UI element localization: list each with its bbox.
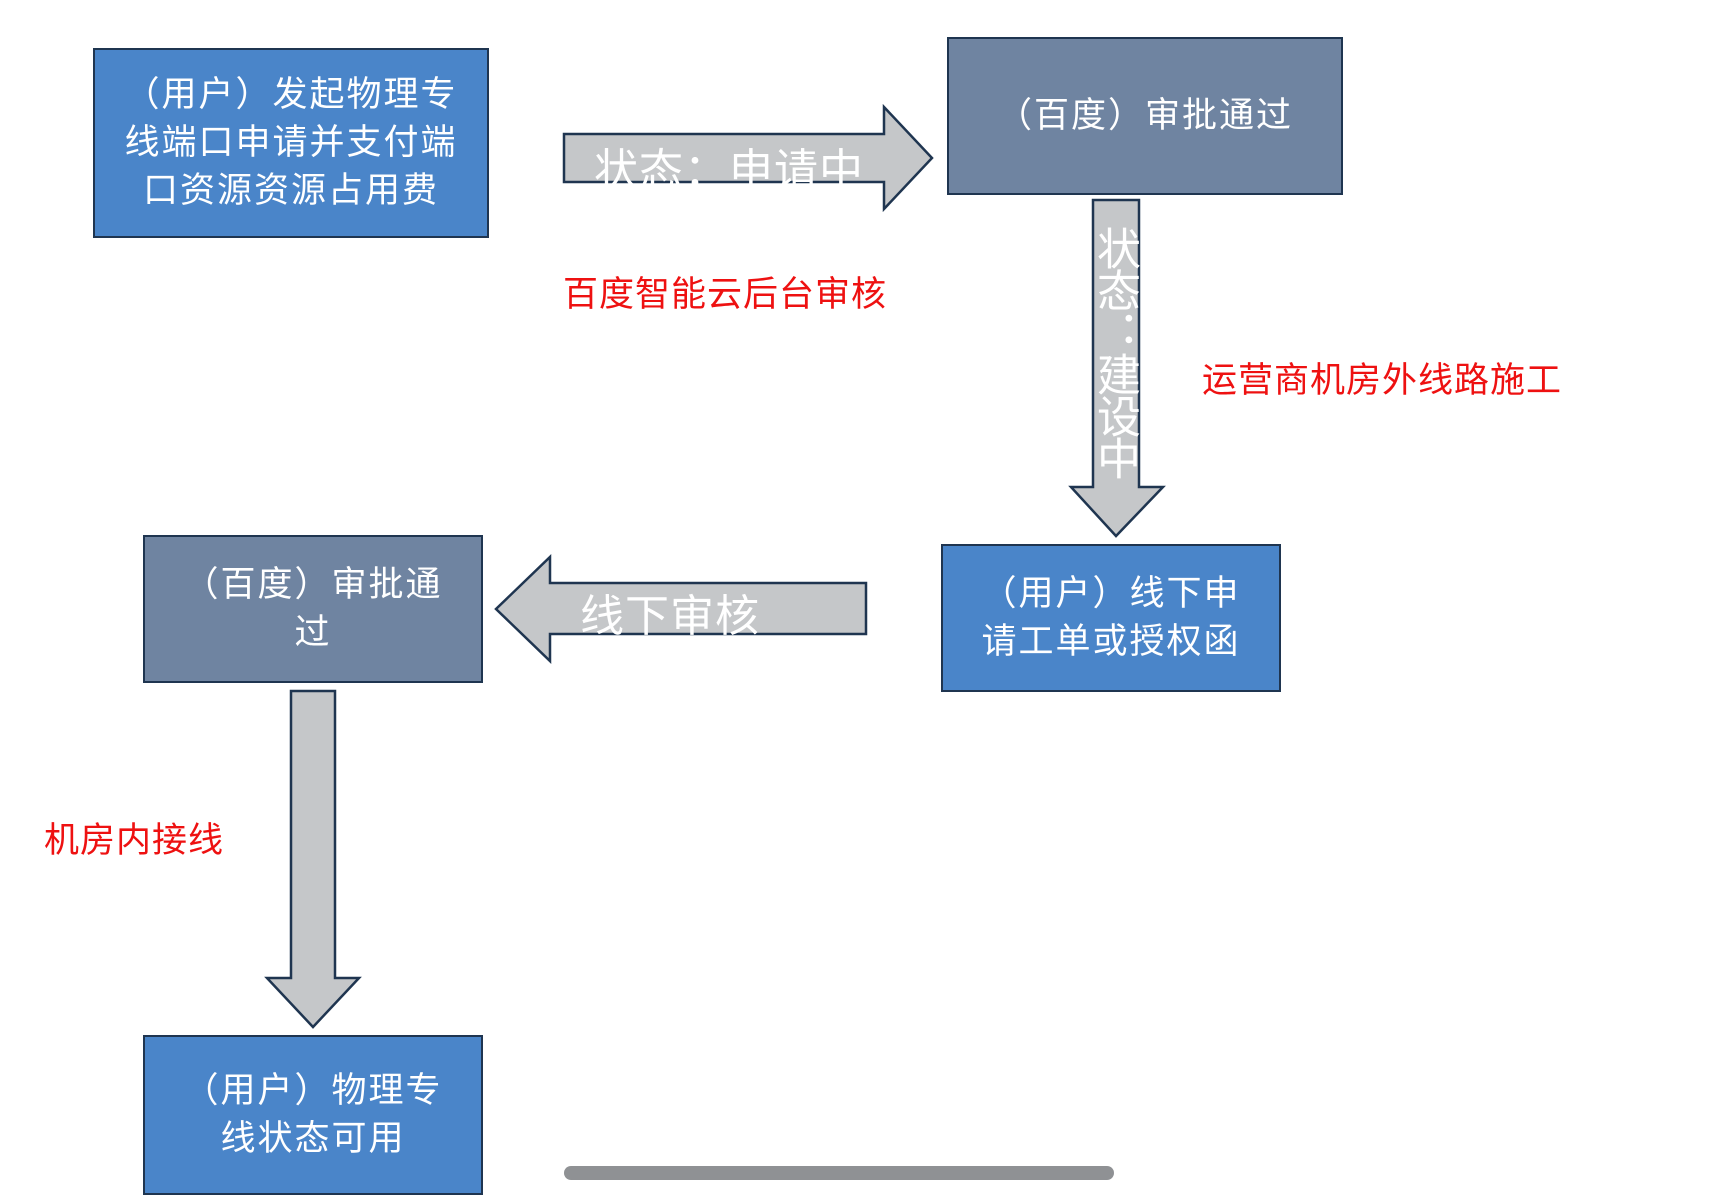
note-carrier-construction: 运营商机房外线路施工 xyxy=(1202,361,1563,401)
note-room-wiring: 机房内接线 xyxy=(44,821,225,861)
arrow-label-building: 状态：建设中 xyxy=(1089,226,1140,478)
arrow-label-applying: 状态：申请中 xyxy=(594,145,864,196)
arrow-right-applying xyxy=(562,103,934,213)
node-user-available-label: （用户）物理专线状态可用 xyxy=(183,1071,443,1159)
arrow-label-offline-review: 线下审核 xyxy=(580,591,760,642)
node-baidu-approve-2-label: （百度）审批通过 xyxy=(183,565,443,653)
node-baidu-approve-2: （百度）审批通过 xyxy=(143,535,483,683)
node-user-offline-label: （用户）线下申请工单或授权函 xyxy=(981,574,1241,662)
node-user-apply: （用户）发起物理专线端口申请并支付端口资源资源占用费 xyxy=(93,48,489,238)
arrow-left-offline-review xyxy=(494,554,868,664)
node-user-offline: （用户）线下申请工单或授权函 xyxy=(941,544,1281,692)
scrollbar[interactable] xyxy=(564,1166,1114,1180)
arrow-down-building xyxy=(1068,198,1166,538)
arrow-down-room-wiring xyxy=(264,689,362,1029)
node-baidu-approve-1: （百度）审批通过 xyxy=(947,37,1343,195)
node-baidu-approve-1-label: （百度）审批通过 xyxy=(996,96,1293,136)
node-user-available: （用户）物理专线状态可用 xyxy=(143,1035,483,1195)
node-user-apply-label: （用户）发起物理专线端口申请并支付端口资源资源占用费 xyxy=(124,75,458,211)
note-backend-review: 百度智能云后台审核 xyxy=(563,275,888,315)
